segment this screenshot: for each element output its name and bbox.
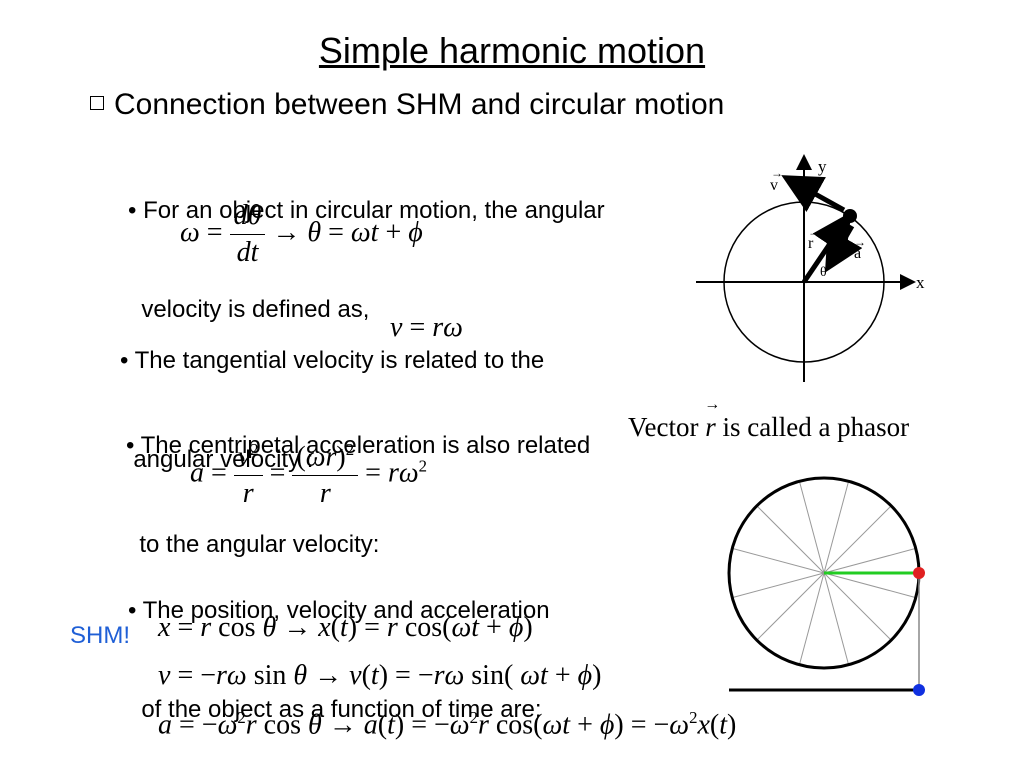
section-heading-text: Connection between SHM and circular moti…: [114, 88, 725, 121]
bullet-position-velocity-acceleration: • The position, velocity and acceleratio…: [128, 528, 550, 759]
shm-label: SHM!: [70, 622, 130, 649]
bullet-line: angular velocity :: [120, 446, 314, 473]
bullet-angular-velocity: • For an object in circular motion, the …: [128, 128, 605, 359]
phasor-symbol: r→: [704, 396, 720, 442]
r-arrow-mark: →: [808, 225, 820, 239]
wheel-spoke: [798, 572, 825, 665]
equation-acceleration: a = −ω2r cos θ → a(t) = −ω2r cos(ωt + ϕ)…: [158, 708, 737, 741]
v-arrow-mark: →: [771, 166, 783, 180]
section-heading: Connection between SHM and circular moti…: [90, 88, 724, 122]
wheel-spoke: [732, 547, 825, 574]
wheel-spoke: [823, 572, 850, 665]
bullet-line: • The tangential velocity is related to …: [120, 347, 545, 374]
a-vector: [824, 224, 863, 273]
bullet-tangential-velocity: • The tangential velocity is related to …: [120, 278, 544, 509]
phasor-caption-after: is called a phasor: [715, 412, 910, 442]
wheel-spoke: [823, 572, 916, 599]
wheel-spoke: [798, 481, 825, 574]
wheel-spoke: [823, 505, 892, 574]
x-axis-label: x: [916, 273, 925, 292]
v-vector: [781, 175, 846, 213]
y-axis-label: y: [818, 157, 827, 176]
bullet-line: • The position, velocity and acceleratio…: [128, 597, 550, 624]
bullet-line: of the object as a function of time are:: [128, 696, 542, 723]
wheel-spoke: [823, 547, 916, 574]
vector-arrow-icon: →: [704, 396, 721, 413]
v-label: v: [770, 177, 778, 194]
wheel-spoke: [823, 572, 892, 641]
circular-motion-diagram: x y v → r → a → θ: [696, 154, 925, 382]
equation-position: x = r cos θ → x(t) = r cos(ωt + ϕ): [158, 612, 533, 643]
phasor-symbol-text: r: [705, 412, 716, 442]
checkbox-bullet-icon: [90, 96, 104, 110]
object-point: [843, 209, 857, 223]
wheel-spoke: [823, 481, 850, 574]
wheel-spoke: [732, 572, 825, 599]
a-label: a: [854, 245, 861, 262]
r-label: r: [808, 235, 814, 252]
bullet-line: to the angular velocity:: [126, 531, 380, 558]
bullet-line: velocity is defined as,: [128, 296, 370, 323]
bullet-line: • For an object in circular motion, the …: [128, 197, 605, 224]
wheel-spokes: [732, 481, 916, 665]
projection-point: [913, 684, 925, 696]
phasor-caption: Vector r→ is called a phasor: [628, 396, 910, 443]
equation-velocity: v = −rω sin θ → v(t) = −rω sin( ωt + ϕ): [158, 660, 602, 691]
equation-tangential-velocity: v = rω: [390, 312, 463, 343]
phasor-projection-diagram: [727, 476, 925, 696]
phasor-caption-before: Vector: [628, 412, 706, 442]
a-arrow-mark: →: [854, 235, 866, 249]
point-on-circle: [913, 567, 925, 579]
page-title: Simple harmonic motion: [318, 30, 706, 71]
wheel-spoke: [756, 572, 825, 641]
bullet-centripetal-acceleration: • The centripetal acceleration is also r…: [126, 363, 590, 594]
wheel-spoke: [756, 505, 825, 574]
bullet-line: • The centripetal acceleration is also r…: [126, 432, 591, 459]
theta-label: θ: [820, 265, 827, 280]
